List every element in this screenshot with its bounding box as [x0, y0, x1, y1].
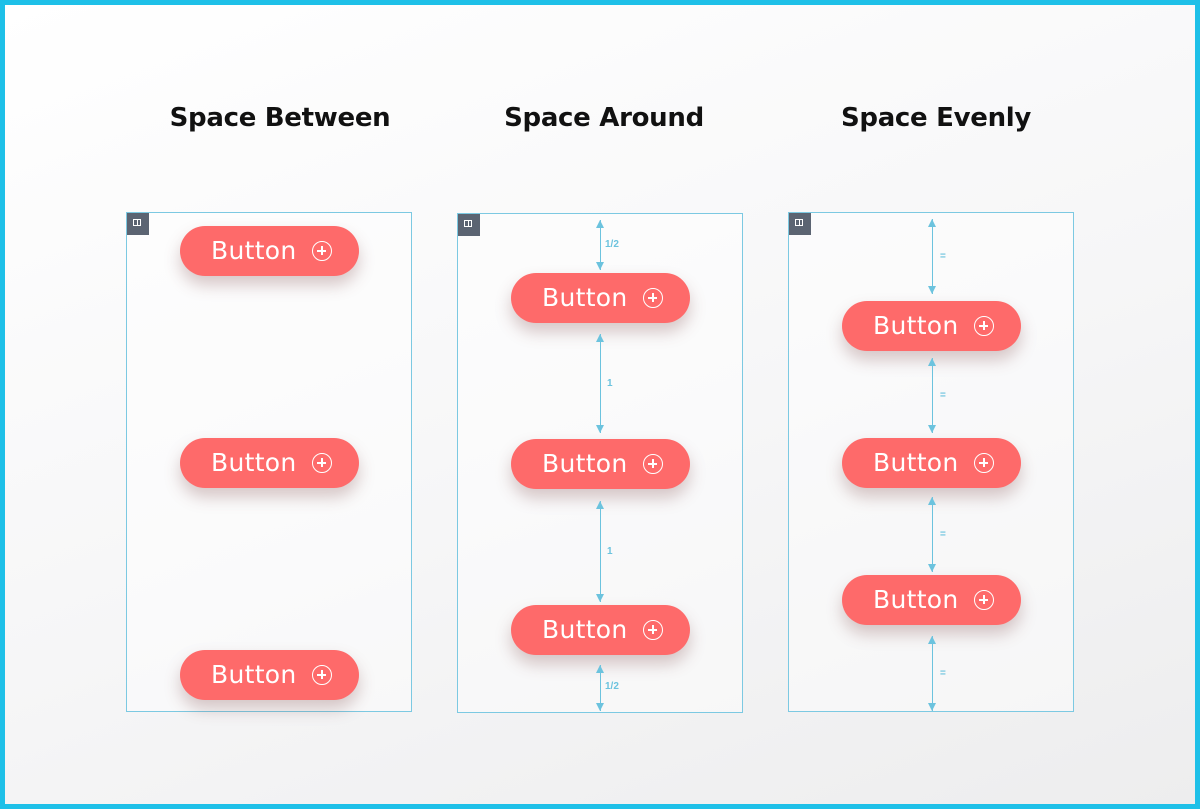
button-label: Button [211, 448, 297, 477]
spacing-arrow [596, 501, 604, 602]
spacing-label: = [940, 529, 946, 540]
button[interactable]: Button [180, 650, 359, 700]
title-space-evenly: Space Evenly [840, 103, 1032, 133]
button[interactable]: Button [511, 273, 690, 323]
panel-space-evenly: = Button = Button = Button = [788, 212, 1074, 712]
button-label: Button [542, 615, 628, 644]
plus-circle-icon [974, 453, 994, 473]
button[interactable]: Button [842, 575, 1021, 625]
spacing-arrow [596, 665, 604, 711]
button-label: Button [873, 448, 959, 477]
plus-circle-icon [643, 620, 663, 640]
button-label: Button [211, 236, 297, 265]
plus-circle-icon [643, 454, 663, 474]
plus-circle-icon [312, 665, 332, 685]
button-label: Button [542, 449, 628, 478]
title-space-around: Space Around [504, 103, 704, 133]
button[interactable]: Button [180, 226, 359, 276]
layout-icon [789, 213, 811, 235]
button-label: Button [542, 283, 628, 312]
panel-space-around: 1/2 Button 1 Button 1 Button 1/2 [457, 213, 743, 713]
button[interactable]: Button [511, 605, 690, 655]
plus-circle-icon [643, 288, 663, 308]
plus-circle-icon [312, 241, 332, 261]
spacing-label: = [940, 251, 946, 262]
spacing-arrow [928, 219, 936, 294]
spacing-arrow [596, 334, 604, 433]
button-label: Button [873, 585, 959, 614]
panel-space-between: Button Button Button [126, 212, 412, 712]
plus-circle-icon [974, 590, 994, 610]
spacing-arrow [928, 358, 936, 433]
button-label: Button [211, 660, 297, 689]
spacing-label: = [940, 668, 946, 679]
layout-icon [127, 213, 149, 235]
button-label: Button [873, 311, 959, 340]
spacing-label: 1 [607, 546, 613, 557]
spacing-label: 1 [607, 378, 613, 389]
spacing-arrow [596, 220, 604, 270]
button[interactable]: Button [180, 438, 359, 488]
spacing-arrow [928, 636, 936, 711]
button[interactable]: Button [511, 439, 690, 489]
button[interactable]: Button [842, 438, 1021, 488]
plus-circle-icon [312, 453, 332, 473]
spacing-label: = [940, 390, 946, 401]
spacing-label: 1/2 [605, 239, 619, 250]
spacing-arrow [928, 497, 936, 572]
spacing-label: 1/2 [605, 681, 619, 692]
button[interactable]: Button [842, 301, 1021, 351]
plus-circle-icon [974, 316, 994, 336]
title-space-between: Space Between [169, 103, 391, 133]
layout-icon [458, 214, 480, 236]
